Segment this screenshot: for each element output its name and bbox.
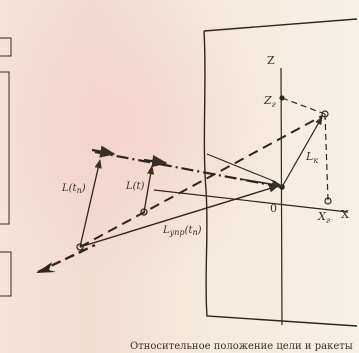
zr-label: Zг (263, 94, 276, 109)
l-tn-vector (79, 159, 102, 248)
xr-dash-line (324, 113, 329, 201)
x-axis-line (153, 189, 349, 213)
xr-label: Xг (317, 210, 330, 225)
lupr-vector (79, 184, 279, 248)
motion-arrow-2 (143, 155, 168, 168)
zr-point (279, 95, 285, 101)
origin-label: 0 (270, 202, 277, 215)
motion-line-b (206, 153, 277, 183)
missile-to-target-dashed (79, 115, 323, 248)
z-axis-line (280, 67, 283, 326)
target-point (321, 110, 329, 118)
missile-icon (36, 262, 56, 273)
trajectory-tail (37, 243, 96, 274)
margin-box-middle (0, 71, 10, 225)
lk-vector (281, 116, 323, 188)
missile-point-tn (76, 243, 84, 251)
motion-arrow-3 (239, 178, 284, 189)
z-axis-label: Z (267, 54, 275, 67)
target-plane (203, 18, 358, 327)
l-t-vector (143, 165, 155, 213)
margin-box-top (0, 37, 12, 57)
zr-dash-line (281, 97, 326, 115)
lupr-label: Lупр(tп) (162, 225, 202, 237)
missile-point-t (140, 208, 148, 216)
l-tn-label: L(tп) (61, 183, 86, 195)
lk-label: Lк (305, 150, 318, 165)
x-axis-label: X (341, 208, 349, 221)
margin-box-bottom (0, 251, 12, 297)
xr-point (324, 197, 332, 205)
motion-arrow-1 (91, 145, 116, 158)
l-t-label: L(t) (125, 181, 145, 192)
figure-caption: Относительное положение цели и ракеты (130, 341, 353, 352)
